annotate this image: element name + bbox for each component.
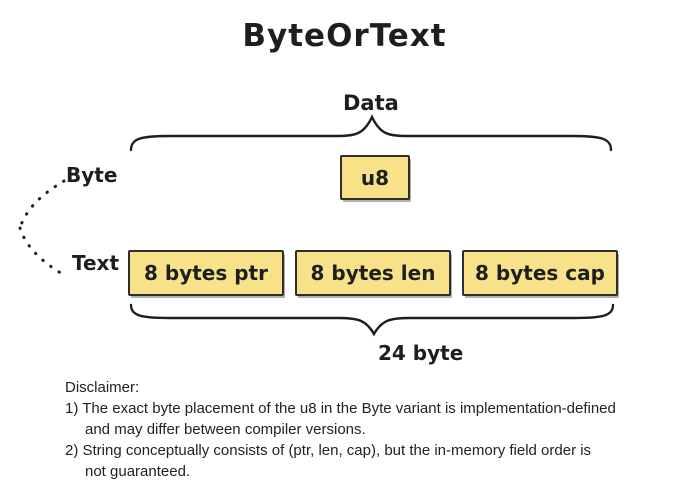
top-brace [129, 114, 613, 152]
byte-variant-u8-box: u8 [340, 155, 410, 200]
disclaimer-block: Disclaimer: 1) The exact byte placement … [65, 377, 616, 482]
variant-label-text: Text [72, 251, 120, 275]
text-variant-row: 8 bytes ptr 8 bytes len 8 bytes cap [128, 250, 618, 296]
bottom-brace [129, 303, 615, 337]
disclaimer-line: 1) The exact byte placement of the u8 in… [65, 400, 616, 417]
disclaimer-line: and may differ between compiler versions… [85, 421, 366, 438]
disclaimer-heading: Disclaimer: [65, 379, 140, 396]
disclaimer-line: 2) String conceptually consists of (ptr,… [65, 442, 592, 459]
data-label: Data [343, 91, 399, 115]
text-variant-cap-box: 8 bytes cap [462, 250, 618, 296]
variant-branch-dotted-lines [18, 179, 66, 277]
diagram-title: ByteOrText [242, 18, 447, 54]
size-label: 24 byte [378, 341, 464, 365]
variant-label-byte: Byte [66, 163, 118, 187]
text-variant-len-box: 8 bytes len [295, 250, 451, 296]
disclaimer-line: not guaranteed. [85, 463, 191, 480]
text-variant-ptr-box: 8 bytes ptr [128, 250, 284, 296]
